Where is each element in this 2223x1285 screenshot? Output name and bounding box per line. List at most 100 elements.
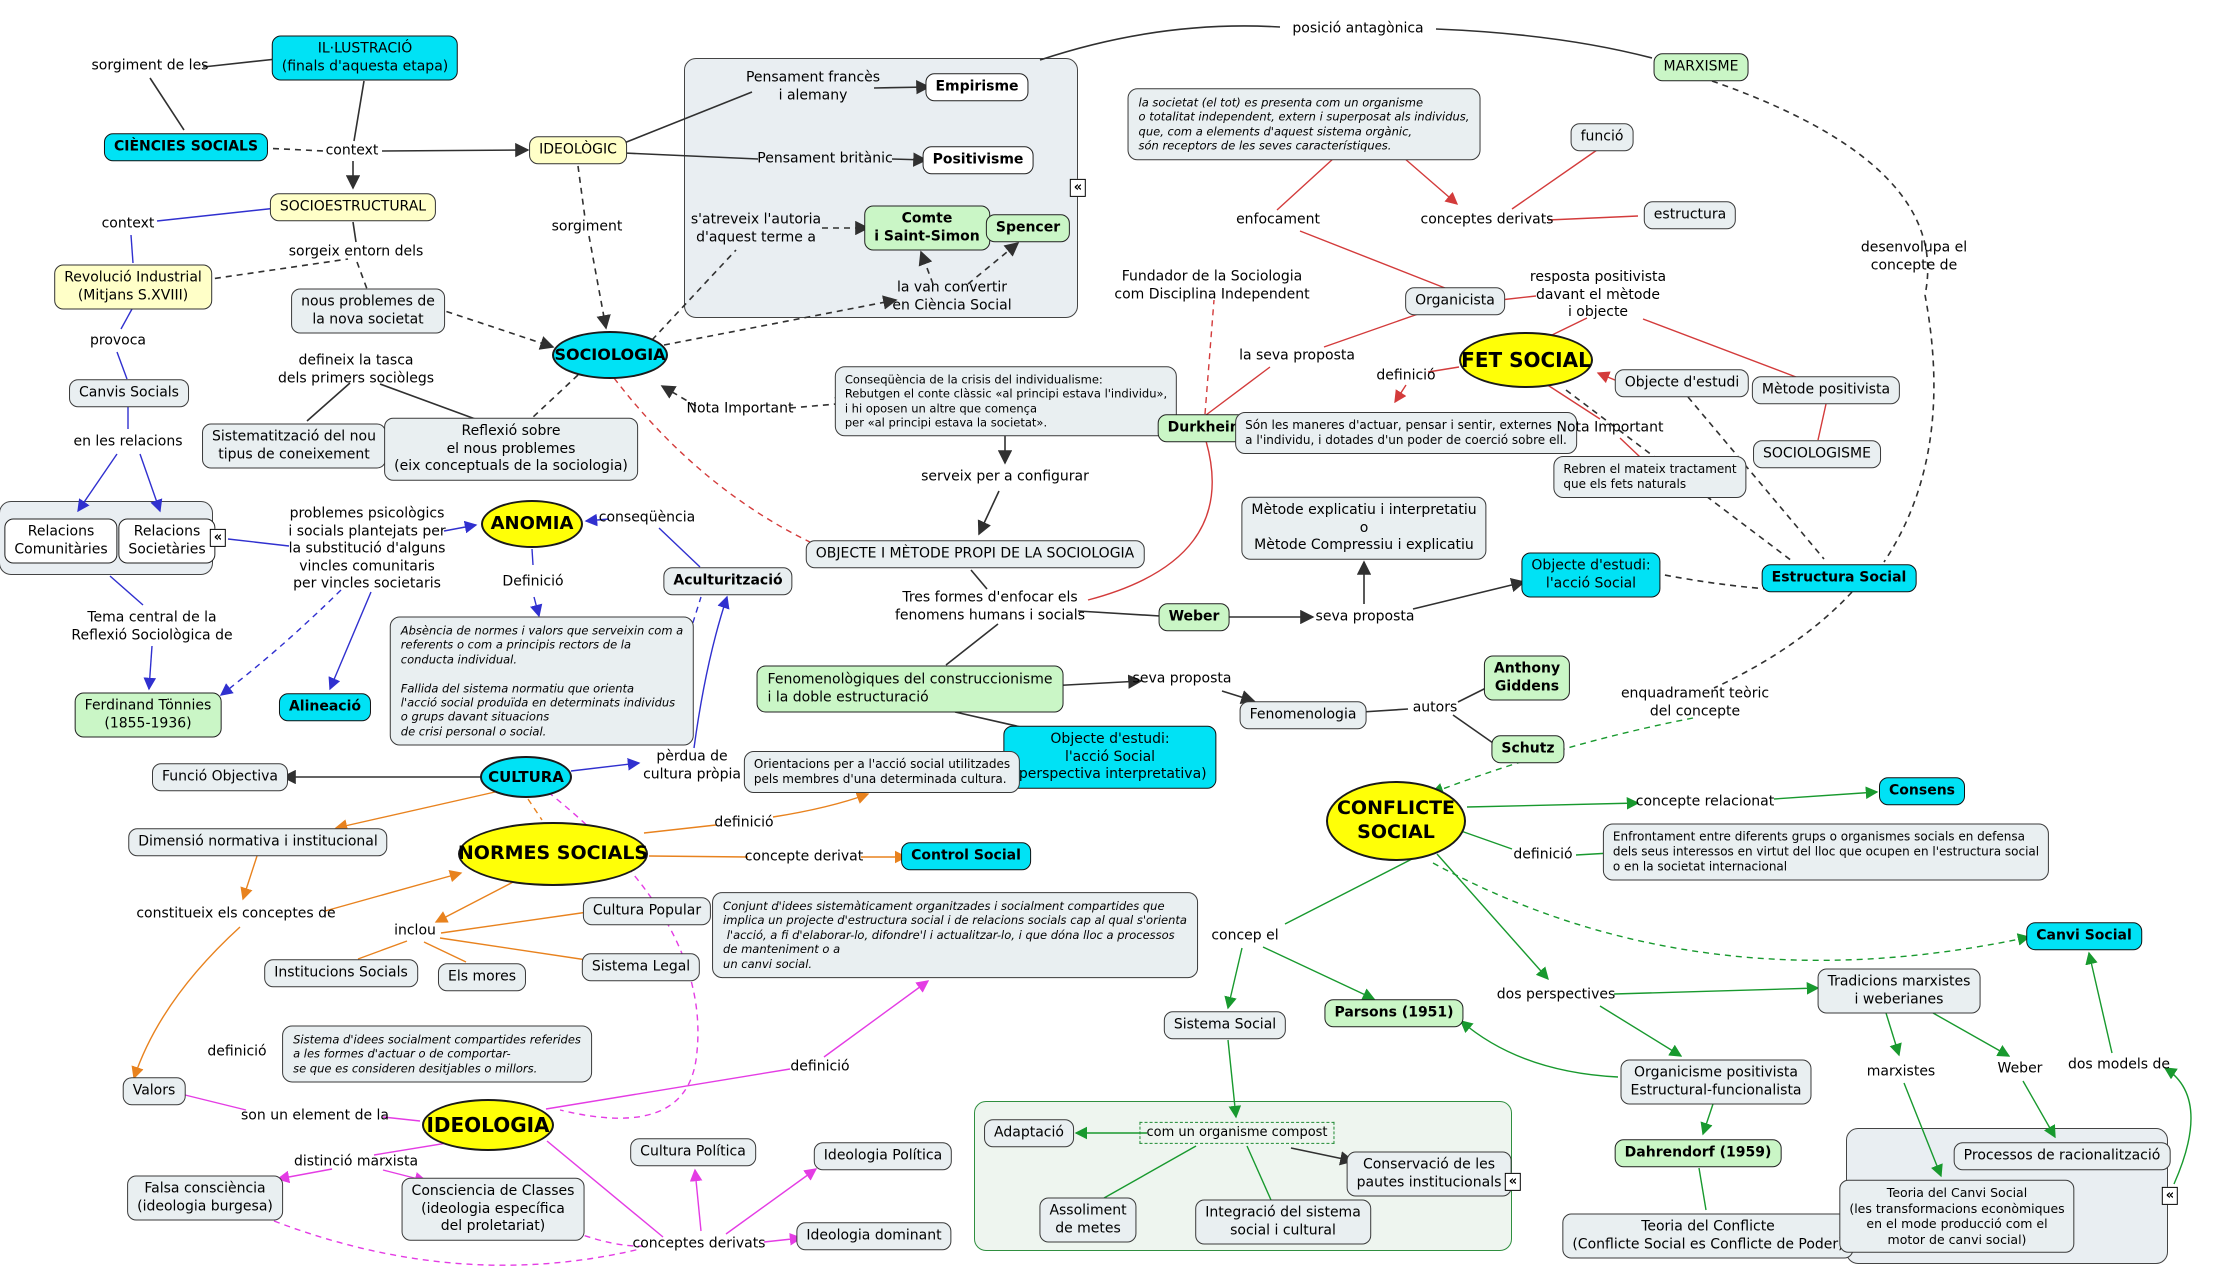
node-dahrendorf[interactable]: Dahrendorf (1959)	[1614, 1139, 1782, 1167]
node-teoria-conflicte[interactable]: Teoria del Conflicte (Conflicte Social e…	[1562, 1213, 1854, 1259]
node-sociologia[interactable]: SOCIOLOGIA	[552, 331, 668, 379]
edge-96	[440, 911, 589, 934]
node-fet-social[interactable]: FET SOCIAL	[1459, 332, 1593, 388]
edge-50	[1323, 312, 1422, 348]
node-falsa-consciencia[interactable]: Falsa consciència (ideologia burgesa)	[127, 1175, 283, 1221]
node-metode-positivista[interactable]: Mètode positivista	[1751, 376, 1901, 404]
node-ideologia-dominant[interactable]: Ideologia dominant	[796, 1222, 952, 1250]
node-parsons[interactable]: Parsons (1951)	[1324, 999, 1464, 1027]
node-valors[interactable]: Valors	[122, 1077, 186, 1105]
node-control-social[interactable]: Control Social	[901, 842, 1031, 870]
node-tradicions[interactable]: Tradicions marxistes i weberianes	[1817, 968, 1981, 1014]
node-conjunt: Conjunt d'idees sistemàticament organitz…	[712, 892, 1198, 978]
node-organicista[interactable]: Organicista	[1405, 287, 1505, 315]
node-definicio-conflicte: definició	[1513, 846, 1573, 863]
node-dimensio[interactable]: Dimensió normativa i institucional	[128, 828, 388, 856]
node-ciencies-socials[interactable]: CIÈNCIES SOCIALS	[103, 133, 269, 161]
node-estructura-social[interactable]: Estructura Social	[1761, 564, 1917, 592]
node-consciencia-classes[interactable]: Consciencia de Classes (ideologia especí…	[401, 1177, 585, 1241]
edge-91	[324, 869, 463, 912]
node-ideologia[interactable]: IDEOLOGIA	[422, 1099, 554, 1151]
node-institucions[interactable]: Institucions Socials	[264, 959, 418, 987]
node-sistema-social[interactable]: Sistema Social	[1163, 1011, 1287, 1039]
node-objecte-metode[interactable]: OBJECTE I MÈTODE PROPI DE LA SOCIOLOGIA	[805, 540, 1145, 568]
node-ideologic[interactable]: IDEOLÒGIC	[529, 136, 627, 164]
node-ideologia-politica[interactable]: Ideologia Política	[813, 1142, 953, 1170]
node-concepte-relacionat: concepte relacionat	[1635, 793, 1775, 810]
node-illustracio[interactable]: IL·LUSTRACIÓ (finals d'aquesta etapa)	[271, 35, 459, 81]
edge-77	[328, 591, 372, 691]
node-normes-socials[interactable]: NORMES SOCIALS	[458, 822, 648, 886]
node-revolucio[interactable]: Revolució Industrial (Mitjans S.XVIII)	[54, 264, 212, 310]
node-objecte-destudi[interactable]: Objecte d'estudi	[1614, 369, 1750, 397]
node-funcio-objectiva[interactable]: Funció Objectiva	[152, 763, 288, 791]
collapse-icon-relacions[interactable]: «	[209, 528, 227, 548]
node-anomia[interactable]: ANOMIA	[481, 500, 583, 548]
node-spencer[interactable]: Spencer	[985, 214, 1071, 242]
node-canvi-social[interactable]: Canvi Social	[2026, 922, 2142, 950]
node-processos[interactable]: Processos de racionalització	[1953, 1142, 2171, 1170]
node-funcio[interactable]: funció	[1570, 123, 1634, 151]
node-objecte-accio[interactable]: Objecte d'estudi: l'acció Social	[1521, 552, 1661, 598]
node-empirisme[interactable]: Empirisme	[925, 73, 1029, 101]
node-consens[interactable]: Consens	[1879, 777, 1965, 805]
edge-76	[443, 520, 478, 534]
node-integracio[interactable]: Integració del sistema social i cultural	[1195, 1199, 1371, 1245]
node-cultura-politica[interactable]: Cultura Política	[630, 1138, 756, 1166]
edge-117	[1773, 786, 1879, 800]
node-alineacio[interactable]: Alineació	[278, 693, 372, 721]
collapse-icon-pensament[interactable]: «	[1069, 178, 1087, 198]
node-pensament-britanic: Pensament britànic	[757, 150, 893, 167]
node-sociologisme[interactable]: SOCIOLOGISME	[1753, 440, 1881, 468]
node-relacions-societaries[interactable]: Relacions Societàries	[118, 518, 216, 564]
node-els-mores[interactable]: Els mores	[437, 963, 527, 991]
node-nous-problemes[interactable]: nous problemes de la nova societat	[291, 288, 445, 334]
node-comte[interactable]: Comte i Saint-Simon	[864, 205, 990, 251]
node-conceptes-derivats-1: conceptes derivats	[1420, 211, 1554, 228]
node-marxisme[interactable]: MARXISME	[1653, 53, 1749, 81]
node-organisme-compost[interactable]: com un organisme compost	[1139, 1121, 1335, 1145]
node-estructura[interactable]: estructura	[1643, 201, 1737, 229]
node-cultura[interactable]: CULTURA	[480, 756, 572, 798]
edge-80	[143, 645, 157, 691]
edge-102	[180, 1093, 247, 1111]
node-nota-important-2: Nota Important	[1556, 419, 1664, 436]
node-son-les-maneres: Són les maneres d'actuar, pensar i senti…	[1235, 412, 1577, 454]
node-definicio-ideologia: definició	[790, 1058, 850, 1075]
node-sistema-legal[interactable]: Sistema Legal	[581, 953, 701, 981]
node-canvis-socials[interactable]: Canvis Socials	[69, 379, 189, 407]
node-reflexio[interactable]: Reflexió sobre el nous problemes (eix co…	[384, 417, 638, 481]
node-conflicte-social[interactable]: CONFLICTE SOCIAL	[1326, 781, 1466, 861]
edge-25	[531, 374, 579, 419]
node-metode-explicatiu[interactable]: Mètode explicatiu i interpretatiu o Mèto…	[1241, 496, 1487, 560]
edge-100	[648, 855, 749, 858]
node-positivisme[interactable]: Positivisme	[922, 146, 1034, 174]
collapse-icon-canvi[interactable]: «	[2161, 1186, 2179, 1206]
node-organicisme[interactable]: Organicisme positivista Estructural-func…	[1620, 1059, 1812, 1105]
node-la-seva-proposta: la seva proposta	[1239, 347, 1355, 364]
node-weber[interactable]: Weber	[1158, 603, 1230, 631]
node-cultura-popular[interactable]: Cultura Popular	[582, 897, 712, 925]
node-adaptacio[interactable]: Adaptació	[984, 1119, 1074, 1147]
node-marxistes: marxistes	[1866, 1063, 1936, 1080]
node-teoria-canvi[interactable]: Teoria del Canvi Social (les transformac…	[1839, 1179, 2075, 1253]
collapse-icon-organisme[interactable]: «	[1504, 1172, 1522, 1192]
edge-71	[116, 351, 128, 380]
node-conservacio[interactable]: Conservació de les pautes institucionals	[1346, 1151, 1512, 1197]
node-fenomenologia[interactable]: Fenomenologia	[1239, 701, 1367, 729]
node-giddens[interactable]: Anthony Giddens	[1483, 655, 1571, 701]
node-aculturitzacio[interactable]: Aculturització	[663, 567, 793, 595]
node-relacions-comunitaries[interactable]: Relacions Comunitàries	[4, 518, 118, 564]
node-tonnies[interactable]: Ferdinand Tönnies (1855-1936)	[74, 692, 222, 738]
node-assoliment[interactable]: Assoliment de metes	[1039, 1197, 1137, 1243]
node-objecte-perspectiva[interactable]: Objecte d'estudi: l'acció Social (perspe…	[1003, 725, 1217, 789]
node-socioestructural[interactable]: SOCIOESTRUCTURAL	[269, 193, 437, 221]
node-context-top: context	[325, 142, 379, 159]
node-schutz[interactable]: Schutz	[1491, 735, 1565, 763]
edge-127	[1700, 1103, 1714, 1136]
node-sistematitzacio[interactable]: Sistematització del nou tipus de coneixe…	[202, 423, 386, 469]
node-fenomenologiques[interactable]: Fenomenològiques del construccionisme i …	[756, 665, 1064, 713]
node-orientacions: Orientacions per a l'acció social utilit…	[743, 751, 1021, 793]
edge-85	[570, 758, 641, 772]
